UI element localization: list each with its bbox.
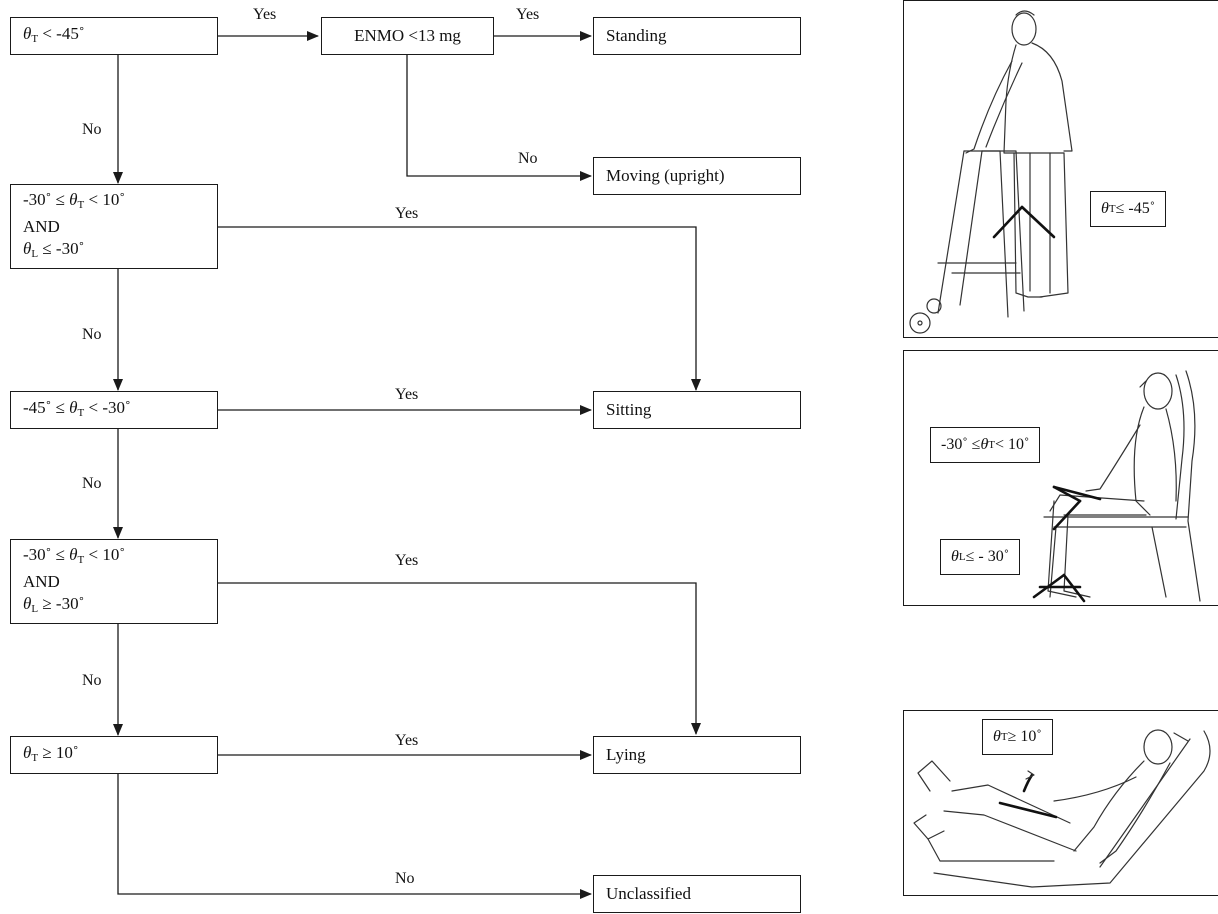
outcome-lying: Lying <box>593 736 801 774</box>
edge-label-yes: Yes <box>395 732 419 749</box>
arrow-c4-to-lying <box>218 582 701 735</box>
arrow-c2-to-sitting <box>218 226 701 391</box>
edge-label-no: No <box>82 326 102 343</box>
lying-person-drawing <box>913 729 1211 888</box>
outcome-sitting: Sitting <box>593 391 801 429</box>
edge-label-yes: Yes <box>395 205 419 222</box>
edge-label-no: No <box>82 121 102 138</box>
condition-theta-t-ge-10: θT ≥ 10˚ <box>10 736 218 774</box>
arrow-c5-to-unclassified <box>117 774 592 899</box>
edge-label-no: No <box>82 475 102 492</box>
sitting-person-drawing <box>1032 370 1201 603</box>
edge-label-no: No <box>395 870 415 887</box>
outcome-moving-upright: Moving (upright) <box>593 157 801 195</box>
edge-label-no: No <box>518 150 538 167</box>
condition-theta-t-between-minus45-minus30: -45˚ ≤ θT < -30˚ <box>10 391 218 429</box>
edge-label-yes: Yes <box>253 6 277 23</box>
outcome-unclassified: Unclassified <box>593 875 801 913</box>
edge-label-yes: Yes <box>516 6 540 23</box>
arrow-enmo-to-moving <box>406 55 592 181</box>
condition-lying-thigh-and-leg: -30˚ ≤ θT < 10˚ AND θL ≥ -30˚ <box>10 539 218 624</box>
edge-label-no: No <box>82 672 102 689</box>
outcome-standing: Standing <box>593 17 801 55</box>
edge-label-yes: Yes <box>395 386 419 403</box>
condition-sitting-thigh-and-leg: -30˚ ≤ θT < 10˚ AND θL ≤ -30˚ <box>10 184 218 269</box>
standing-person-drawing <box>909 10 1073 334</box>
condition-enmo: ENMO <13 mg <box>321 17 494 55</box>
condition-theta-t-lt-minus45: θT < -45˚ <box>10 17 218 55</box>
edge-label-yes: Yes <box>395 552 419 569</box>
